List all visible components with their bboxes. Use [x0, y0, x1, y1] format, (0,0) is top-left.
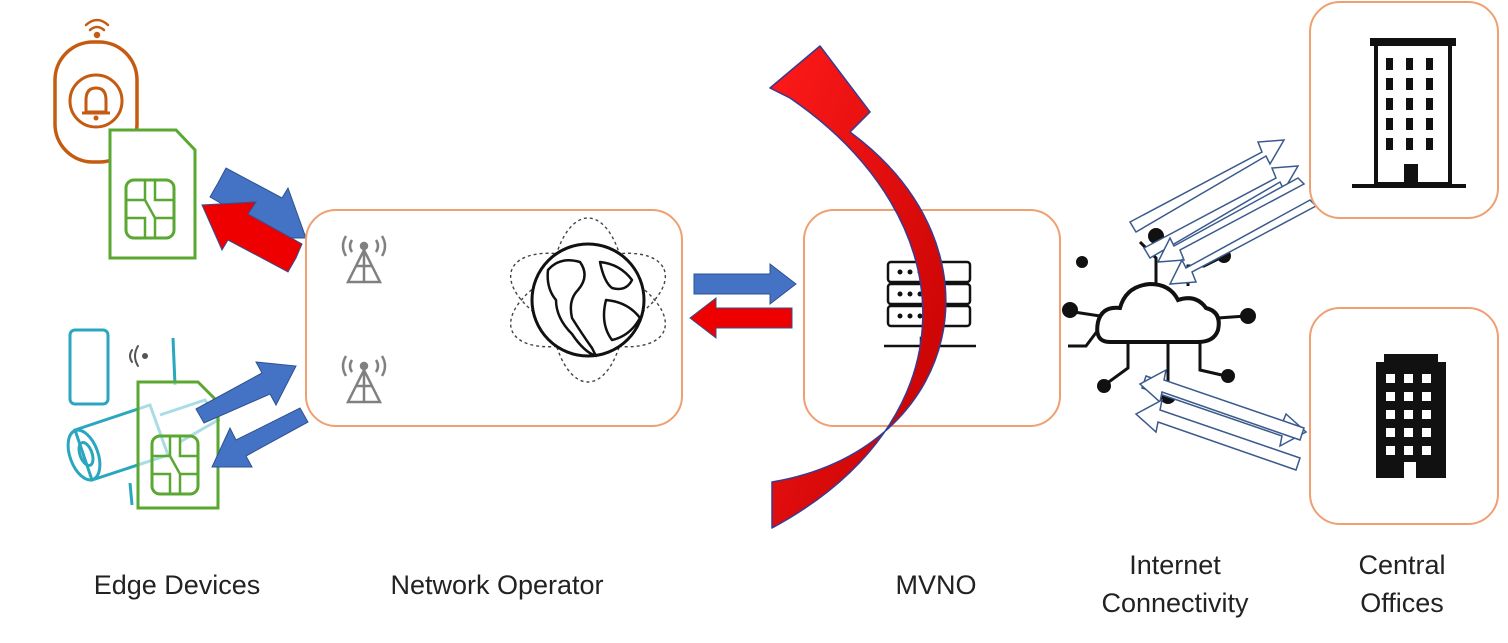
downlink-arrow: [211, 407, 309, 468]
downlink-arrow: [201, 201, 303, 273]
downlink-arrow: [1156, 177, 1318, 285]
sim-card-icon: [108, 128, 197, 260]
uplink-arrow: [693, 262, 797, 306]
network-operator-label: Network Operator: [390, 570, 604, 600]
internet-connectivity-label: Internet Connectivity: [1075, 546, 1275, 622]
internet-connectivity-label-line1: Internet: [1129, 550, 1221, 580]
central-offices-label-line2: Offices: [1360, 588, 1444, 618]
bypass-arrow: [769, 45, 947, 529]
office-building-icon: [1352, 38, 1466, 188]
uplink-arrow: [1128, 139, 1300, 260]
internet-connectivity-label-line2: Connectivity: [1101, 588, 1249, 618]
cell-tower-icon: [341, 355, 387, 404]
mvno-label: MVNO: [895, 570, 977, 600]
sim-card-icon: [136, 380, 220, 510]
globe-icon: [509, 217, 667, 383]
uplink-arrow: [195, 361, 297, 424]
central-offices-label: Central Offices: [1332, 546, 1472, 622]
office-building-icon: [1376, 354, 1446, 478]
smartphone-icon: [68, 328, 110, 406]
cell-tower-icon: [341, 235, 387, 284]
downlink-arrow: [689, 296, 793, 340]
signal-icon: [129, 345, 148, 367]
wifi-icon: [84, 18, 110, 39]
doorbell-icon: [53, 40, 139, 164]
central-offices-label-line1: Central: [1358, 550, 1446, 580]
edge-devices-label: Edge Devices: [93, 570, 261, 600]
downlink-arrow: [1134, 368, 1305, 471]
